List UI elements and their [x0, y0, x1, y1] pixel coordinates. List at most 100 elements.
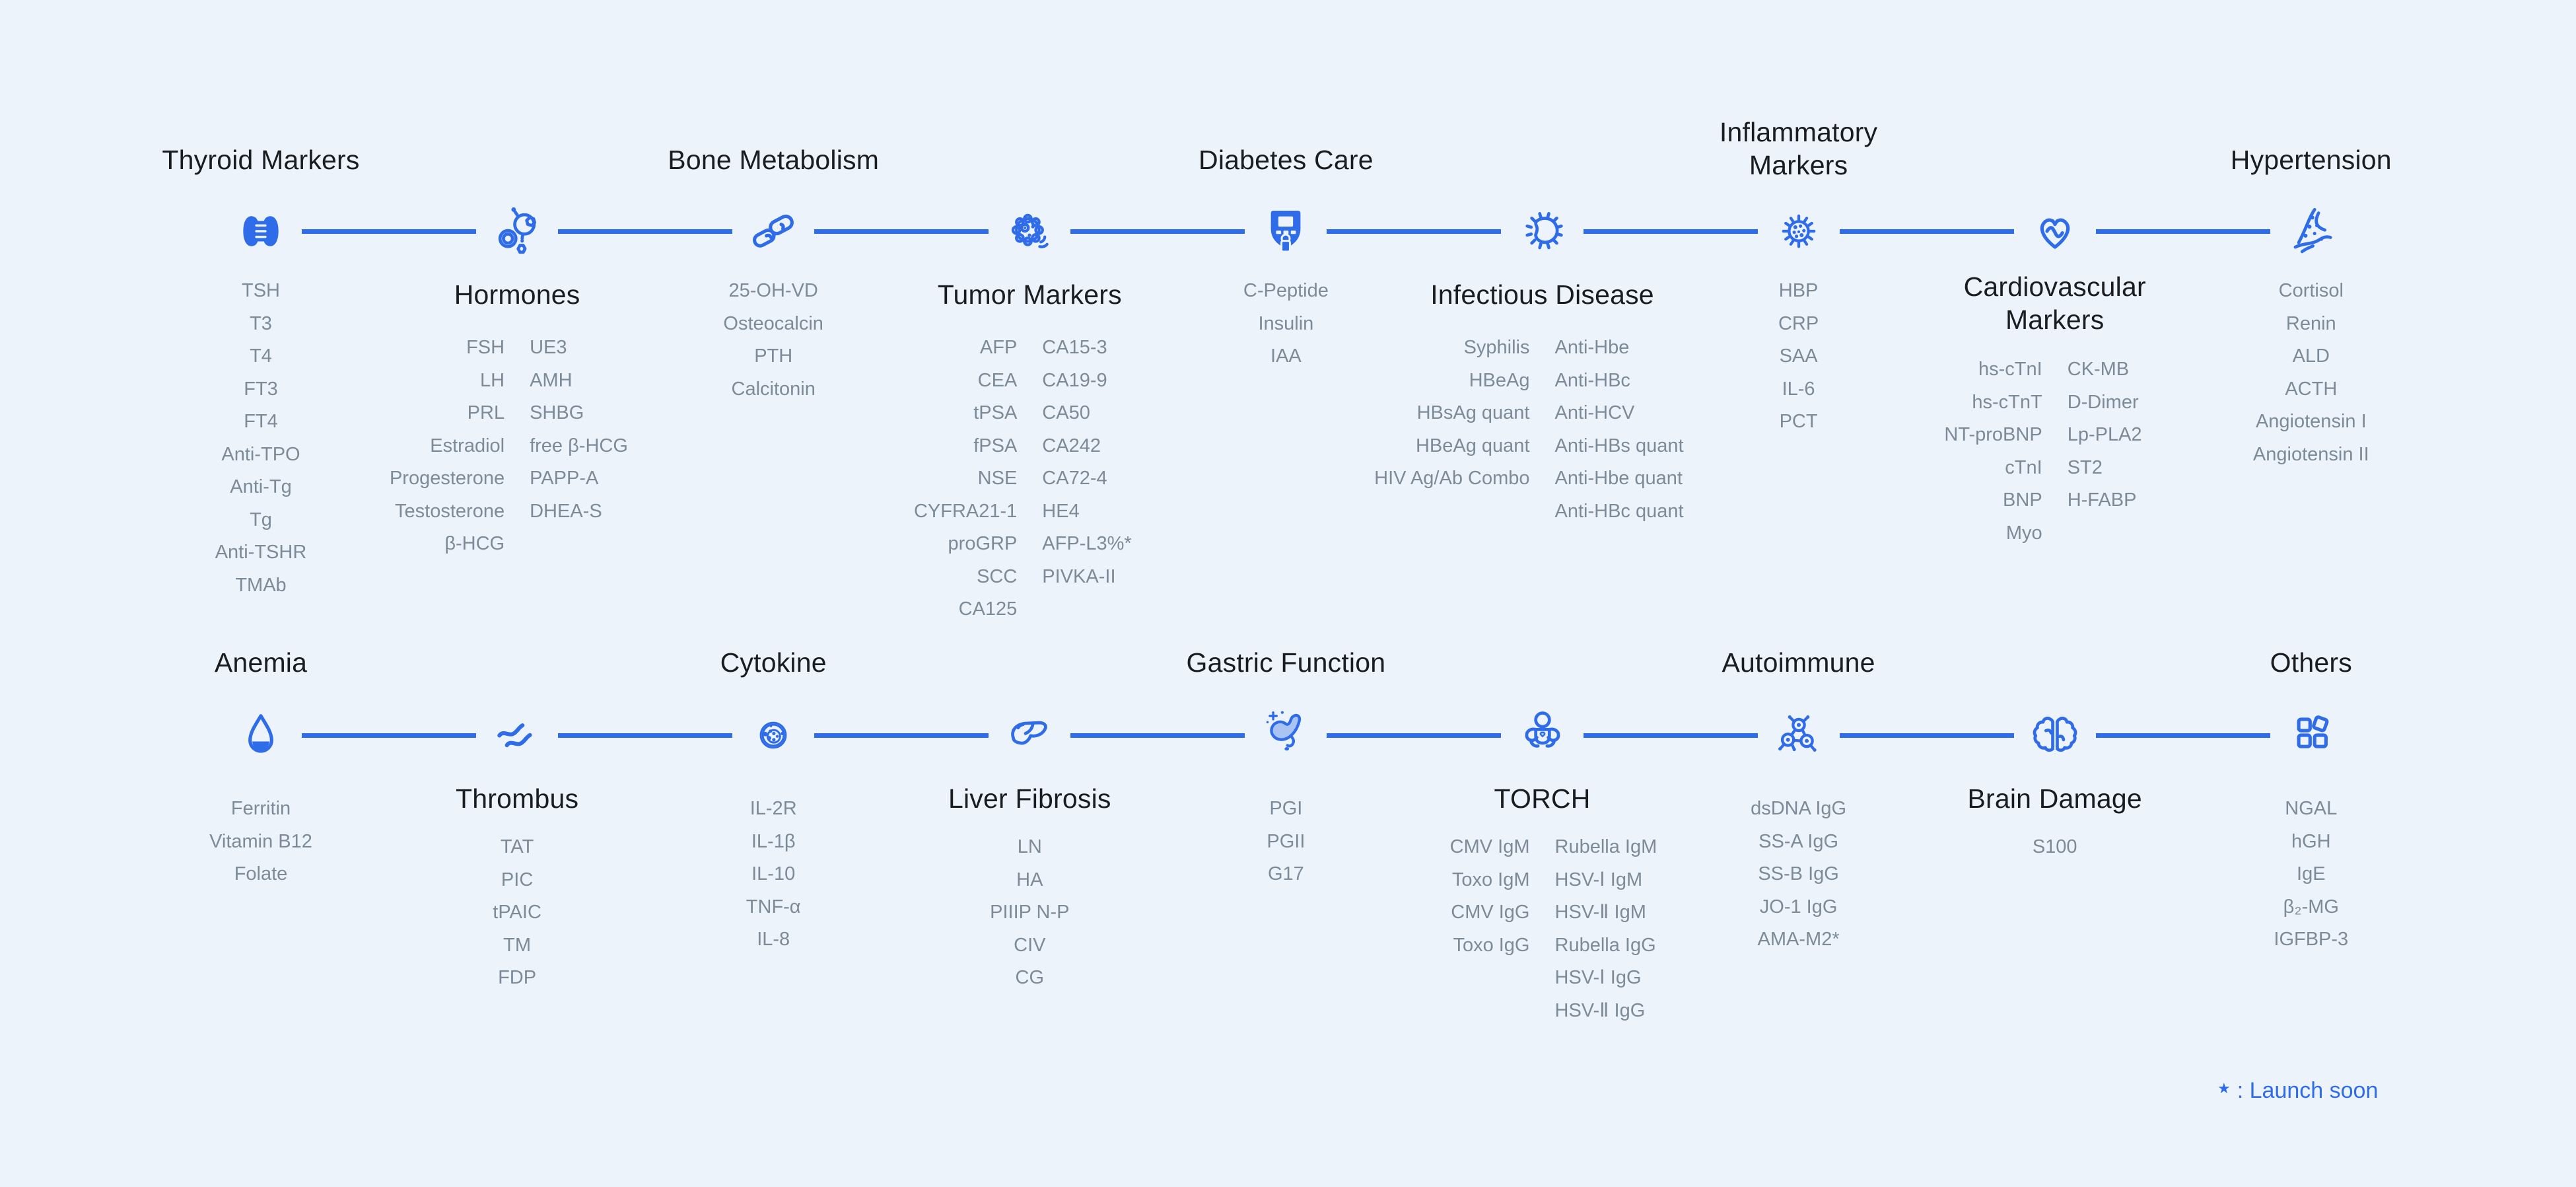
category-title: Brain Damage — [1967, 783, 2142, 814]
marker-item: FT3 — [244, 378, 278, 400]
marker-item: CIV — [1014, 934, 1046, 956]
marker-item: Anti-TSHR — [215, 542, 307, 563]
marker-item: NGAL — [2285, 798, 2338, 820]
blood-vessel-icon — [2283, 203, 2340, 260]
marker-item: IGFBP-3 — [2274, 929, 2349, 951]
marker-item: cTnI — [2005, 456, 2042, 478]
timeline-segment — [1327, 229, 1502, 234]
timeline-segment — [302, 229, 477, 234]
marker-item: HBsAg quant — [1416, 402, 1530, 424]
marker-item: hs-cTnI — [1978, 359, 2042, 380]
category-title: Liver Fibrosis — [948, 783, 1111, 814]
marker-item: hGH — [2291, 830, 2331, 852]
marker-item: Anti-Hbe quant — [1554, 468, 1683, 489]
marker-item: PCT — [1779, 411, 1818, 433]
marker-item: CA242 — [1042, 435, 1101, 456]
marker-item: Toxo IgM — [1451, 869, 1530, 890]
marker-item: CMV IgG — [1451, 902, 1530, 923]
marker-item: hs-cTnT — [1972, 391, 2042, 413]
timeline-segment — [558, 229, 733, 234]
hormone-molecule-icon — [489, 203, 545, 260]
marker-item: IL-10 — [751, 863, 796, 885]
marker-item: PIIIP N-P — [990, 902, 1070, 923]
marker-item: β₂-MG — [2283, 896, 2339, 917]
marker-item: CA50 — [1042, 402, 1090, 424]
marker-item: HA — [1016, 869, 1043, 890]
marker-list: LN HA PIIIP N-P CIV CG — [884, 831, 1175, 995]
brain-icon — [2027, 707, 2083, 764]
marker-item: LN — [1017, 836, 1042, 858]
marker-item: S100 — [2032, 836, 2077, 858]
marker-item: free β-HCG — [530, 435, 628, 456]
marker-item: SHBG — [530, 402, 584, 424]
marker-item: TAT — [500, 836, 534, 858]
marker-item: CEA — [977, 369, 1018, 391]
marker-item: Angiotensin I — [2255, 411, 2367, 433]
glucose-meter-icon — [1257, 203, 1314, 260]
marker-item: Anti-HBc — [1554, 369, 1630, 391]
marker-item: CMV IgM — [1449, 836, 1530, 858]
blood-drop-icon — [232, 707, 289, 764]
marker-item: Anti-HBs quant — [1554, 435, 1684, 456]
category-title: Diabetes Care — [1199, 145, 1374, 175]
marker-item: PIC — [501, 869, 534, 890]
category-title: Cytokine — [720, 647, 827, 678]
marker-item: Rubella IgG — [1554, 934, 1656, 956]
marker-item: CA125 — [958, 598, 1018, 620]
squares-icon — [2283, 707, 2340, 764]
marker-item: dsDNA IgG — [1751, 798, 1847, 820]
marker-item: ACTH — [2285, 378, 2338, 400]
category-title: Thyroid Markers — [162, 145, 360, 175]
marker-item: SAA — [1779, 345, 1818, 367]
marker-item: 25-OH-VD — [728, 280, 818, 302]
marker-item: Toxo IgG — [1453, 934, 1530, 956]
marker-item: Calcitonin — [731, 378, 816, 400]
marker-item: Insulin — [1258, 312, 1314, 334]
marker-item: ST2 — [2067, 456, 2103, 478]
timeline-segment — [2095, 229, 2270, 234]
marker-item: PAPP-A — [530, 468, 599, 489]
marker-item: Lp-PLA2 — [2067, 424, 2142, 446]
marker-item: NT-proBNP — [1944, 424, 2042, 446]
marker-item: proGRP — [948, 533, 1018, 555]
marker-item: Rubella IgM — [1554, 836, 1657, 858]
marker-item: IL-8 — [757, 929, 790, 951]
cytokine-cell-icon — [745, 707, 802, 764]
marker-item: IAA — [1271, 345, 1302, 367]
marker-item: Myo — [2005, 522, 2042, 544]
marker-item: HSV-Ⅰ IgM — [1554, 869, 1643, 890]
marker-item: tPSA — [973, 402, 1018, 424]
timeline-segment — [814, 229, 989, 234]
marker-item: C-Peptide — [1243, 280, 1329, 302]
marker-item: TNF-α — [746, 896, 801, 917]
marker-item: T3 — [250, 312, 272, 334]
marker-item: T4 — [250, 345, 272, 367]
marker-item: Cortisol — [2278, 280, 2344, 302]
marker-item: Renin — [2285, 312, 2336, 334]
marker-item: ALD — [2292, 345, 2330, 367]
marker-item: Anti-Tg — [230, 476, 292, 498]
footnote: ★: Launch soon — [2217, 1078, 2378, 1104]
marker-item: H-FABP — [2067, 489, 2137, 511]
marker-item: PGII — [1267, 830, 1305, 852]
marker-item: HBeAg quant — [1415, 435, 1530, 456]
category-title: Infectious Disease — [1430, 279, 1654, 310]
marker-item: Ferritin — [230, 798, 291, 820]
timeline-segment — [1583, 229, 1758, 234]
marker-item: DHEA-S — [530, 500, 602, 522]
marker-list: CMV IgM Toxo IgM CMV IgG Toxo IgG Rubella Ig… — [1364, 831, 1721, 1027]
marker-item: HBeAg — [1469, 369, 1530, 391]
marker-item: CG — [1015, 967, 1045, 989]
timeline-segment — [1070, 733, 1245, 738]
marker-item: AMA-M2* — [1757, 929, 1840, 951]
